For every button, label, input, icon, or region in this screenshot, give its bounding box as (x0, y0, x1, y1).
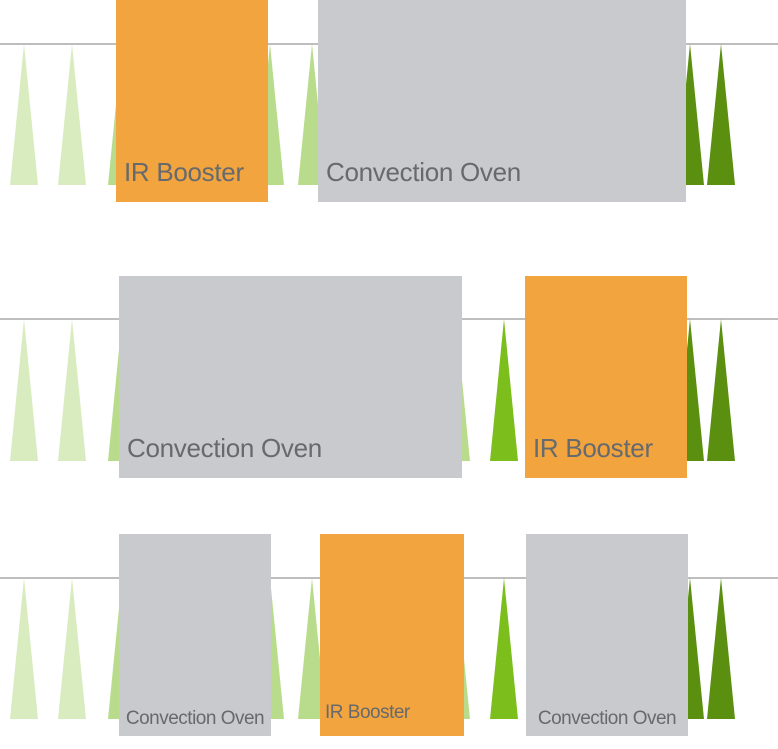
row3-heat-spike-16 (707, 578, 735, 719)
row3-convection-oven-right: Convection Oven (526, 534, 688, 736)
row2-ir-booster: IR Booster (525, 276, 687, 478)
row1-convection-oven-label: Convection Oven (326, 157, 521, 187)
row2-heat-spike-2 (58, 319, 86, 461)
row3-ir-booster-label: IR Booster (325, 702, 410, 723)
row1-ir-booster: IR Booster (116, 0, 268, 202)
row3-convection-oven-left-label: Convection Oven (125, 708, 265, 729)
row3-heat-spike-7 (298, 578, 326, 719)
row1-heat-spike-16 (707, 44, 735, 185)
row3-ir-booster: IR Booster (320, 534, 464, 736)
row2-heat-spike-1 (10, 319, 38, 461)
row3-heat-spike-1 (10, 578, 38, 719)
row3-heat-spike-11 (490, 578, 518, 719)
row2-convection-oven: Convection Oven (119, 276, 462, 478)
row2-heat-spike-16 (707, 319, 735, 461)
row3-convection-oven-left: Convection Oven (119, 534, 271, 736)
row1-ir-booster-label: IR Booster (124, 157, 244, 187)
row2-ir-booster-label: IR Booster (533, 433, 653, 463)
row2-convection-oven-label: Convection Oven (127, 433, 322, 463)
row1-heat-spike-1 (10, 44, 38, 185)
row3-convection-oven-right-label: Convection Oven (537, 708, 677, 729)
row1-heat-spike-2 (58, 44, 86, 185)
row1-convection-oven: Convection Oven (318, 0, 686, 202)
row3-heat-spike-2 (58, 578, 86, 719)
row2-heat-spike-11 (490, 319, 518, 461)
